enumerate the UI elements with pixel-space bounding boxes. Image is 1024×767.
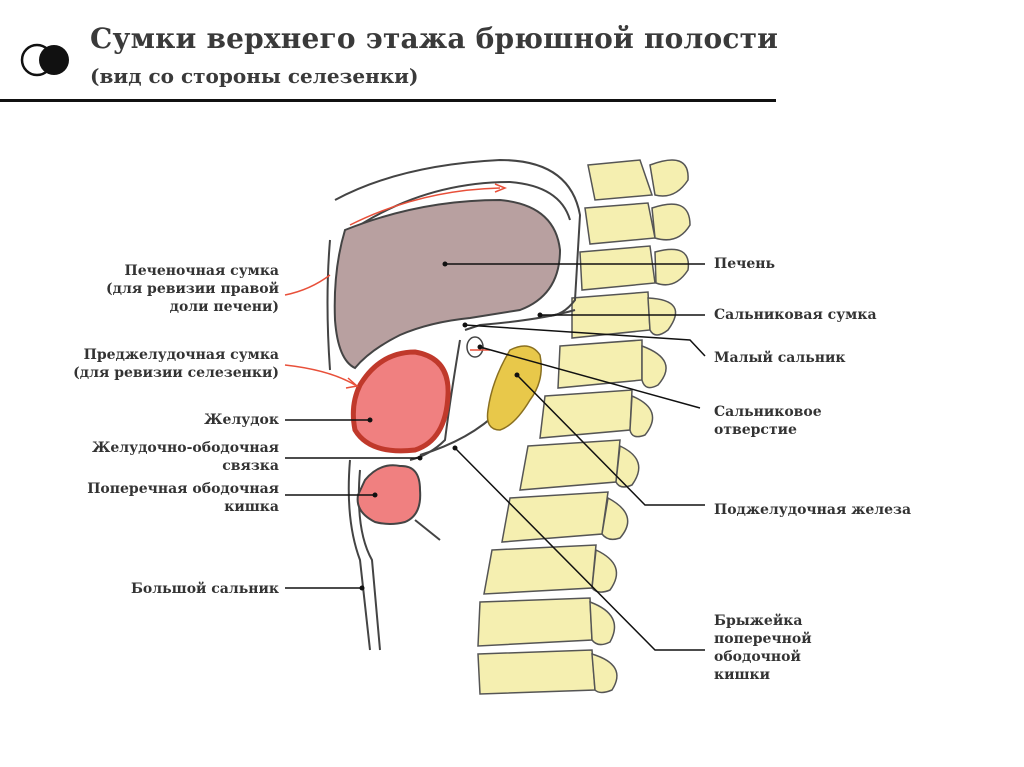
leader-dots	[359, 261, 543, 591]
label-transverse-colon: Поперечная ободочная кишка	[87, 481, 279, 515]
spinous-processes	[589, 159, 691, 694]
label-lesser-omentum: Малый сальник	[714, 350, 846, 366]
label-stomach: Желудок	[204, 412, 279, 428]
stomach-shape	[350, 349, 451, 454]
label-omental-bursa: Сальниковая сумка	[714, 307, 877, 323]
page-subtitle: (вид со стороны селезенки)	[90, 64, 419, 88]
label-pancreas: Поджелудочная железа	[714, 502, 912, 518]
bursa-arrows	[284, 183, 508, 389]
label-pregastric-bursa: Преджелудочная сумка (для ревизии селезе…	[73, 347, 279, 381]
pancreas-shape	[486, 345, 542, 431]
label-omental-foramen: Сальниковое отверстие	[714, 404, 822, 438]
peritoneum-lines	[326, 158, 582, 651]
transverse-colon-shape	[356, 464, 422, 525]
liver-shape	[333, 198, 562, 370]
label-greater-omentum: Большой сальник	[130, 581, 279, 597]
title-divider	[0, 99, 776, 102]
label-gastrocolic-ligament: Желудочно-ободочная связка	[91, 440, 279, 474]
leader-lines	[285, 263, 706, 651]
label-transverse-mesocolon: Брыжейка поперечной ободочной кишки	[714, 613, 812, 683]
label-hepatic-bursa: Печеночная сумка (для ревизии правой дол…	[106, 263, 279, 315]
omental-foramen-marker	[466, 336, 484, 358]
label-liver: Печень	[714, 256, 776, 272]
logo-icon	[20, 40, 70, 80]
page-title: Сумки верхнего этажа брюшной полости	[90, 22, 779, 55]
